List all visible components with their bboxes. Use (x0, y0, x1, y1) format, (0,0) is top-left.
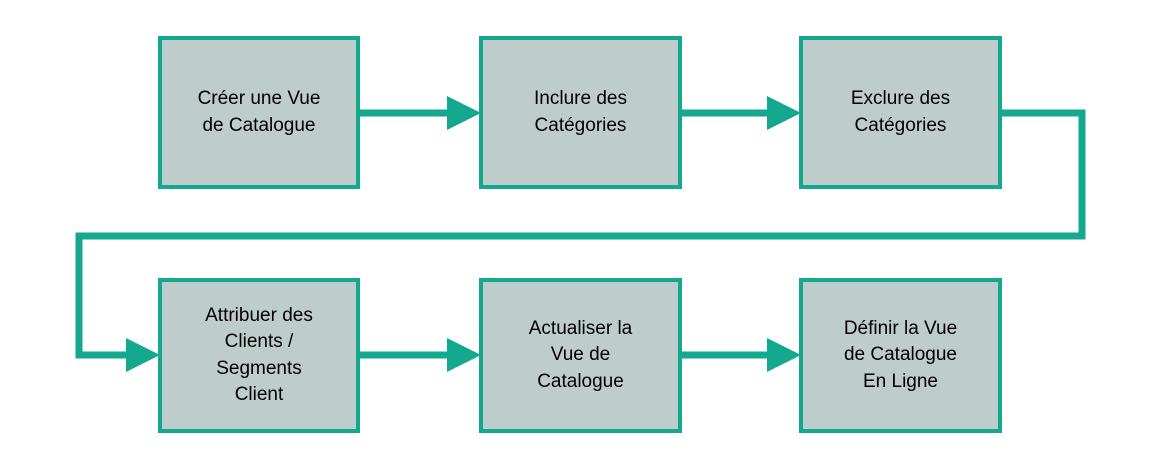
connector-assign-to-refresh (360, 338, 481, 372)
node-create-catalog-view[interactable]: Créer une Vue de Catalogue (158, 36, 360, 189)
node-publish-catalog-view[interactable]: Définir la Vue de Catalogue En Ligne (799, 278, 1002, 433)
node-assign-customers[interactable]: Attribuer des Clients / Segments Client (158, 278, 360, 433)
node-label: Créer une Vue de Catalogue (197, 88, 321, 136)
node-refresh-catalog-view[interactable]: Actualiser la Vue de Catalogue (479, 278, 682, 433)
connector-include-to-exclude (681, 96, 801, 130)
node-include-categories[interactable]: Inclure des Catégories (479, 36, 682, 189)
node-label: Définir la Vue de Catalogue En Ligne (843, 318, 958, 392)
node-exclude-categories[interactable]: Exclure des Catégories (799, 36, 1002, 189)
connector-exclude-to-assign (75, 109, 1086, 372)
node-label: Inclure des Catégories (534, 88, 627, 136)
node-label: Actualiser la Vue de Catalogue (528, 318, 633, 392)
node-label: Attribuer des Clients / Segments Client (205, 305, 313, 405)
connector-create-to-include (360, 96, 481, 130)
connector-refresh-to-publish (681, 338, 801, 372)
node-label: Exclure des Catégories (850, 88, 951, 136)
